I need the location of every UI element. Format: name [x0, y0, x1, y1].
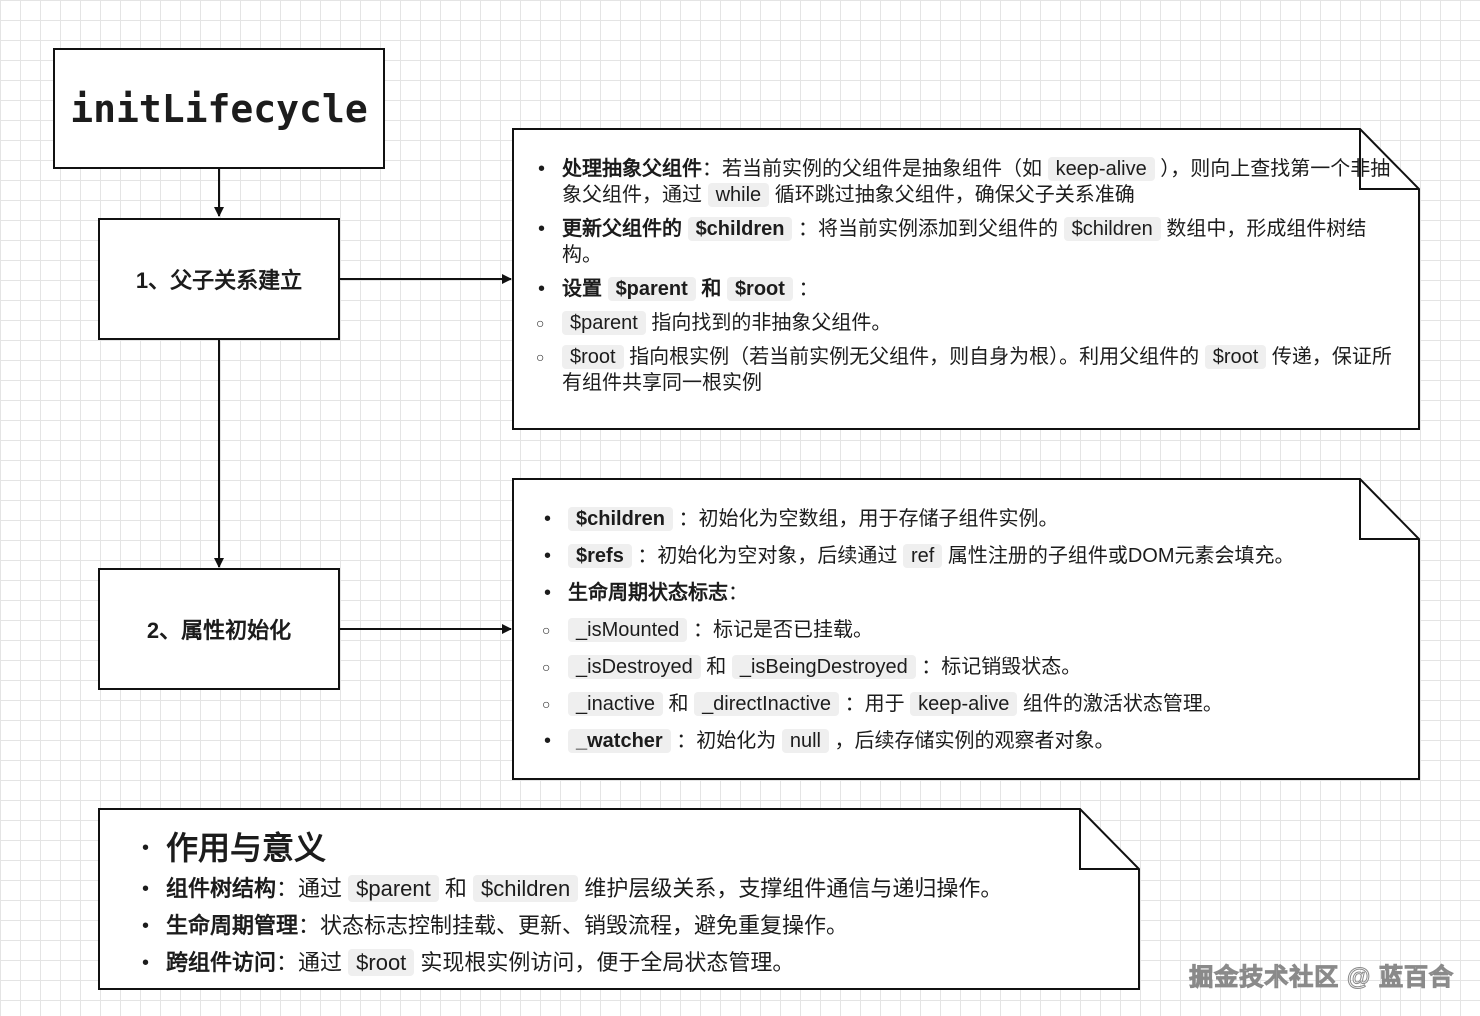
- list-item: 跨组件访问：通过 $root 实现根实例访问，便于全局状态管理。: [136, 945, 1126, 981]
- list-item: $refs ：初始化为空对象，后续通过 ref 属性注册的子组件或DOM元素会填…: [538, 543, 1398, 569]
- note-purpose: 作用与意义 组件树结构：通过 $parent 和 $children 维护层级关…: [98, 808, 1140, 990]
- list-subitem: _inactive 和 _directInactive ：用于 keep-ali…: [538, 691, 1398, 717]
- list-item: _watcher ：初始化为 null ，后续存储实例的观察者对象。: [538, 728, 1398, 754]
- list-item: 生命周期状态标志：: [538, 580, 1398, 606]
- step2-box: 2、属性初始化: [98, 568, 340, 690]
- list-item: 更新父组件的 $children ：将当前实例添加到父组件的 $children…: [532, 216, 1398, 268]
- step2-label: 2、属性初始化: [146, 618, 292, 643]
- list-subitem: _isMounted ：标记是否已挂载。: [538, 617, 1398, 643]
- watermark: 掘金技术社区 @ 蓝百合: [1189, 964, 1454, 992]
- list-item: 设置 $parent 和 $root ：: [532, 276, 1398, 302]
- list-subitem: _isDestroyed 和 _isBeingDestroyed ：标记销毁状态…: [538, 654, 1398, 680]
- step1-box: 1、父子关系建立: [98, 218, 340, 340]
- list-item: 作用与意义: [136, 830, 1126, 870]
- note-parent-child: 处理抽象父组件：若当前实例的父组件是抽象组件（如 keep-alive ），则向…: [512, 128, 1420, 430]
- title-text: initLifecycle: [70, 86, 368, 131]
- list-subitem: $root 指向根实例（若当前实例无父组件，则自身为根）。利用父组件的 $roo…: [532, 344, 1398, 396]
- step1-label: 1、父子关系建立: [135, 268, 303, 293]
- list-item: $children ：初始化为空数组，用于存储子组件实例。: [538, 506, 1398, 532]
- section-headline: 作用与意义: [166, 830, 327, 866]
- list-item: 处理抽象父组件：若当前实例的父组件是抽象组件（如 keep-alive ），则向…: [532, 156, 1398, 208]
- list-subitem: $parent 指向找到的非抽象父组件。: [532, 310, 1398, 336]
- note-property-init: $children ：初始化为空数组，用于存储子组件实例。 $refs ：初始化…: [512, 478, 1420, 780]
- list-item: 组件树结构：通过 $parent 和 $children 维护层级关系，支撑组件…: [136, 871, 1126, 907]
- title-box: initLifecycle: [53, 48, 385, 169]
- list-item: 生命周期管理：状态标志控制挂载、更新、销毁流程，避免重复操作。: [136, 908, 1126, 944]
